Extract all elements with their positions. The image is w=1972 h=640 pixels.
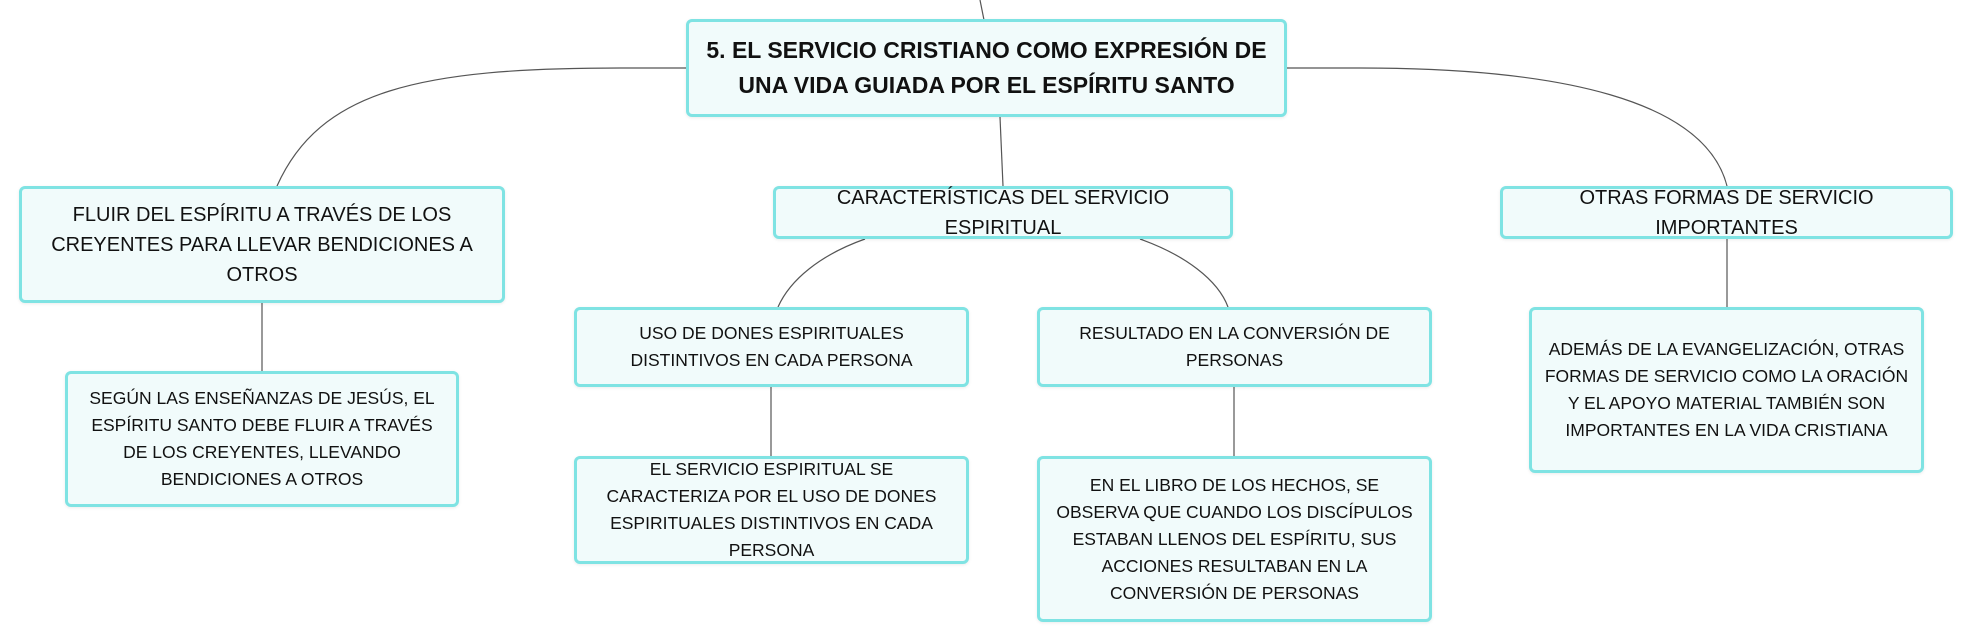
- connector-root-to-flow: [276, 67, 688, 187]
- connector-characteristics-to-gifts: [777, 238, 866, 308]
- subtopic-label-jesus-teachings: SEGÚN LAS ENSEÑANZAS DE JESÚS, EL ESPÍRI…: [89, 388, 435, 489]
- subtopic-node-gifts-detail[interactable]: EL SERVICIO ESPIRITUAL SE CARACTERIZA PO…: [574, 456, 969, 564]
- connector-root-to-other-forms: [1287, 67, 1728, 187]
- subtopic-node-spiritual-gifts[interactable]: USO DE DONES ESPIRITUALES DISTINTIVOS EN…: [574, 307, 969, 387]
- connector-parent-to-root: [979, 0, 985, 21]
- topic-node-characteristics[interactable]: CARACTERÍSTICAS DEL SERVICIO ESPIRITUAL: [773, 186, 1233, 239]
- subtopic-label-gifts-detail: EL SERVICIO ESPIRITUAL SE CARACTERIZA PO…: [606, 459, 937, 560]
- subtopic-node-acts-detail[interactable]: EN EL LIBRO DE LOS HECHOS, SE OBSERVA QU…: [1037, 456, 1432, 622]
- root-topic-node[interactable]: 5. EL SERVICIO CRISTIANO COMO EXPRESIÓN …: [686, 19, 1287, 117]
- topic-node-other-forms[interactable]: OTRAS FORMAS DE SERVICIO IMPORTANTES: [1500, 186, 1953, 239]
- subtopic-label-spiritual-gifts: USO DE DONES ESPIRITUALES DISTINTIVOS EN…: [630, 323, 913, 370]
- topic-label-characteristics: CARACTERÍSTICAS DEL SERVICIO ESPIRITUAL: [836, 186, 1170, 239]
- subtopic-node-other-forms-detail[interactable]: ADEMÁS DE LA EVANGELIZACIÓN, OTRAS FORMA…: [1529, 307, 1924, 473]
- topic-node-flow-of-spirit[interactable]: FLUIR DEL ESPÍRITU A TRAVÉS DE LOS CREYE…: [19, 186, 505, 303]
- topic-label-flow-of-spirit: FLUIR DEL ESPÍRITU A TRAVÉS DE LOS CREYE…: [51, 203, 473, 286]
- subtopic-node-jesus-teachings[interactable]: SEGÚN LAS ENSEÑANZAS DE JESÚS, EL ESPÍRI…: [65, 371, 459, 507]
- subtopic-label-other-forms-detail: ADEMÁS DE LA EVANGELIZACIÓN, OTRAS FORMA…: [1544, 339, 1909, 440]
- topic-label-other-forms: OTRAS FORMAS DE SERVICIO IMPORTANTES: [1579, 186, 1874, 239]
- subtopic-node-conversion[interactable]: RESULTADO EN LA CONVERSIÓN DE PERSONAS: [1037, 307, 1432, 387]
- subtopic-label-acts-detail: EN EL LIBRO DE LOS HECHOS, SE OBSERVA QU…: [1056, 474, 1413, 603]
- root-topic-label: 5. EL SERVICIO CRISTIANO COMO EXPRESIÓN …: [706, 37, 1267, 98]
- connector-characteristics-to-conversion: [1139, 238, 1229, 308]
- subtopic-label-conversion: RESULTADO EN LA CONVERSIÓN DE PERSONAS: [1079, 323, 1390, 370]
- connector-root-to-characteristics: [999, 116, 1004, 187]
